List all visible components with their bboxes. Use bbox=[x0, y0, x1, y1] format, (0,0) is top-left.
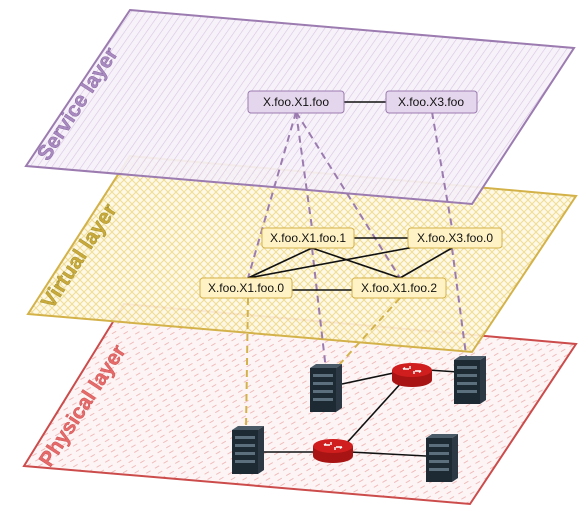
server-icon bbox=[426, 434, 458, 482]
virtual-node-label: X.foo.X1.foo.1 bbox=[270, 231, 346, 245]
link-line bbox=[349, 451, 427, 457]
link-line bbox=[341, 371, 399, 385]
mapping-line bbox=[245, 297, 249, 429]
mapping-line bbox=[295, 111, 313, 229]
virtual-node-x3-0: X.foo.X3.foo.0 bbox=[407, 227, 503, 249]
mapping-line bbox=[295, 111, 401, 279]
mapping-line bbox=[337, 297, 401, 367]
mapping-line bbox=[451, 247, 469, 371]
service-node-x3: X.foo.X3.foo bbox=[385, 90, 478, 114]
link-line bbox=[343, 381, 403, 447]
virtual-node-x1-2: X.foo.X1.foo.2 bbox=[351, 277, 447, 299]
virtual-node-label: X.foo.X3.foo.0 bbox=[417, 231, 493, 245]
virtual-node-x1-1: X.foo.X1.foo.1 bbox=[261, 227, 355, 249]
service-to-virtual-mappings bbox=[247, 111, 469, 371]
virtual-node-label: X.foo.X1.foo.2 bbox=[361, 281, 437, 295]
link-line bbox=[311, 247, 401, 279]
service-node-label: X.foo.X1.foo bbox=[263, 95, 329, 109]
virtual-node-label: X.foo.X1.foo.0 bbox=[208, 281, 284, 295]
virtual-node-x1-0: X.foo.X1.foo.0 bbox=[199, 277, 293, 299]
mapping-line bbox=[311, 247, 327, 371]
server-icon bbox=[454, 356, 486, 404]
virtual-to-physical-mappings bbox=[245, 297, 401, 429]
mapping-line bbox=[247, 111, 297, 279]
service-node-x1: X.foo.X1.foo bbox=[247, 90, 345, 114]
mapping-line bbox=[431, 111, 453, 229]
physical-links bbox=[262, 369, 459, 457]
server-icon bbox=[310, 364, 342, 412]
link-line bbox=[399, 247, 453, 279]
link-line bbox=[247, 247, 313, 279]
server-icon bbox=[232, 426, 264, 474]
link-line bbox=[427, 369, 459, 373]
router-icon bbox=[313, 439, 353, 463]
router-icon bbox=[392, 363, 432, 387]
service-node-label: X.foo.X3.foo bbox=[398, 95, 464, 109]
